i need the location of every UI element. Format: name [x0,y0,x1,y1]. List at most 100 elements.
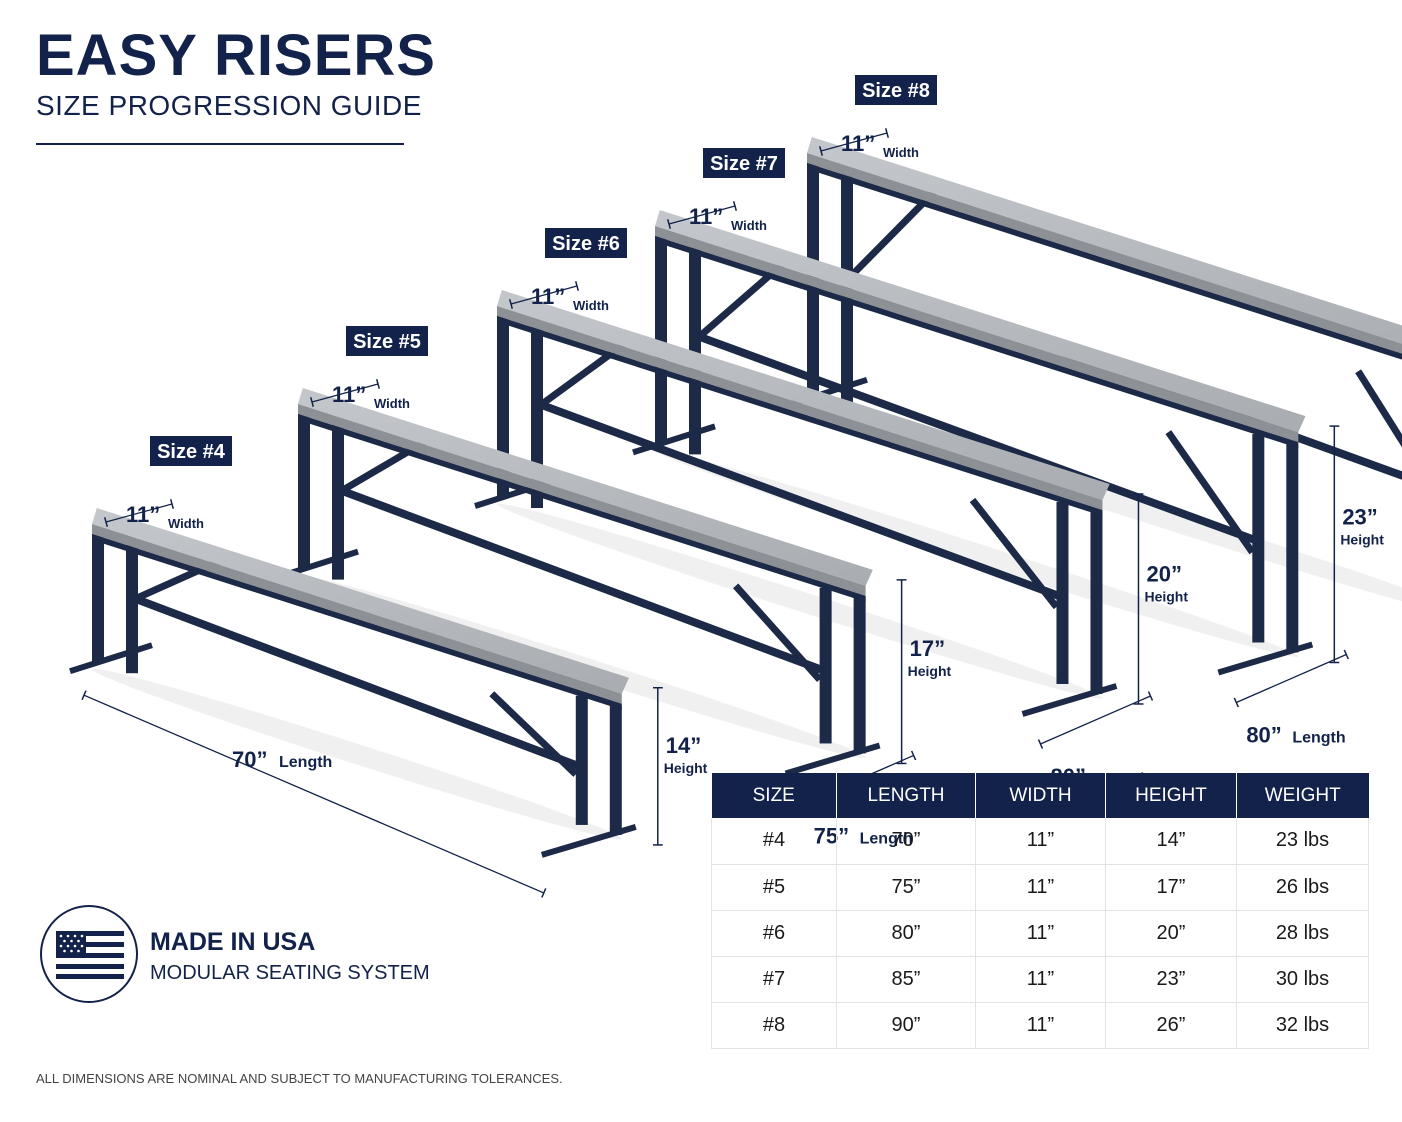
table-cell: 80” [836,910,976,957]
riser-width-value: 11” [126,502,160,527]
riser-width-value: 11” [841,131,875,156]
page-title: EASY RISERS [36,23,436,88]
riser-width-label: Width [883,145,919,160]
table-header-height: HEIGHT [1105,773,1237,818]
riser-leg [298,414,310,570]
size-tag-label: Size #5 [353,331,421,353]
width-dimension-line [666,200,738,230]
table-cell: #4 [711,818,837,865]
page-subtitle: SIZE PROGRESSION GUIDE [36,90,422,121]
riser-rail [336,485,828,676]
riser-seat-top [807,137,1402,344]
riser-leg [332,424,344,580]
table-cell: 28 lbs [1236,910,1369,957]
table-cell: 26 lbs [1236,864,1369,911]
riser-leg [853,597,866,754]
riser-seat-top [497,290,1110,500]
made-in-usa-badge [40,905,138,1003]
table-header-width: WIDTH [975,773,1106,818]
riser-leg [609,705,622,835]
riser-apron [807,163,1402,360]
table-header-length: LENGTH [836,773,976,818]
riser-width-label: Width [168,516,204,531]
table-row: #4 70” 11” 14” 23 lbs [711,818,1369,865]
table-cell: #7 [711,956,837,1003]
riser-foot [540,824,637,858]
size-tag-label: Size #4 [157,441,226,463]
table-cell: 23 lbs [1236,818,1369,865]
table-cell: 30 lbs [1236,956,1369,1003]
riser-seat-edge [298,404,866,596]
riser-height-value: 14” [666,733,701,758]
table-cell: #5 [711,864,837,911]
table-cell: 20” [1105,910,1237,957]
riser-width-value: 11” [689,204,723,229]
riser-width-value: 11” [531,284,565,309]
width-dimension-line [508,280,580,310]
riser-leg [819,587,832,744]
riser-width-value: 11” [332,382,366,407]
riser-apron [92,534,622,710]
table-cell: 26” [1105,1002,1237,1049]
riser-length-value: 80” [1246,723,1281,748]
riser-rail [693,331,1260,546]
riser-length-value: 70” [232,747,267,772]
table-row: #5 75” 11” 17” 26 lbs [711,864,1369,911]
table-cell: 11” [975,818,1106,865]
riser-seat-top [655,210,1306,433]
size-tag [346,326,428,356]
size-spec-table: SIZE LENGTH WIDTH HEIGHT WEIGHT #4 70” 1… [711,773,1369,1049]
riser-width-label: Width [731,218,767,233]
riser-height-value: 17” [910,636,945,661]
riser-shadow [496,503,1103,699]
table-cell: 32 lbs [1236,1002,1369,1049]
size-tag-label: Size #7 [710,153,778,175]
riser-leg [1056,501,1069,684]
size-tag [545,228,627,258]
size-tag [150,436,232,466]
riser-seat-edge [807,153,1402,354]
table-cell: #6 [711,910,837,957]
us-flag-icon [56,931,124,979]
riser-seat-top [298,388,873,586]
length-dimension-line [81,690,547,898]
table-cell: 14” [1105,818,1237,865]
table-cell: 11” [975,1002,1106,1049]
width-dimension-line [818,127,890,157]
width-dimension-line [103,498,175,528]
riser-foot [69,642,153,675]
table-cell: #8 [711,1002,837,1049]
length-dimension-line [1037,691,1154,749]
riser-height-label: Height [1340,532,1384,548]
table-row: #8 90” 11” 26” 32 lbs [711,1002,1369,1049]
riser-leg [575,695,588,825]
riser-seat-edge [497,306,1103,510]
riser-width-label: Width [374,396,410,411]
table-row: #7 85” 11” 23” 30 lbs [711,956,1369,1003]
size-tag [855,75,937,105]
riser-leg [689,246,701,455]
table-row: #6 80” 11” 20” 28 lbs [711,910,1369,957]
riser-leg [92,534,104,664]
riser-brace [969,497,1060,610]
riser-leg [1090,511,1103,694]
riser-leg [1286,444,1299,653]
riser-height-label: Height [908,663,952,679]
table-header-row: SIZE LENGTH WIDTH HEIGHT WEIGHT [711,773,1369,818]
size-tag-label: Size #8 [862,80,930,102]
table-header-weight: WEIGHT [1236,773,1369,818]
width-dimension-line [309,378,381,408]
riser-brace [1165,430,1256,555]
riser-brace [733,583,823,682]
table-cell: 11” [975,910,1106,957]
riser-height-label: Height [664,760,708,776]
riser-seat-top [92,508,629,694]
made-in-usa-subtitle: MODULAR SEATING SYSTEM [150,962,430,984]
riser-seat-edge [655,226,1299,443]
table-header-size: SIZE [711,773,837,818]
riser-height-label: Height [1144,588,1188,604]
title-divider [36,143,404,145]
